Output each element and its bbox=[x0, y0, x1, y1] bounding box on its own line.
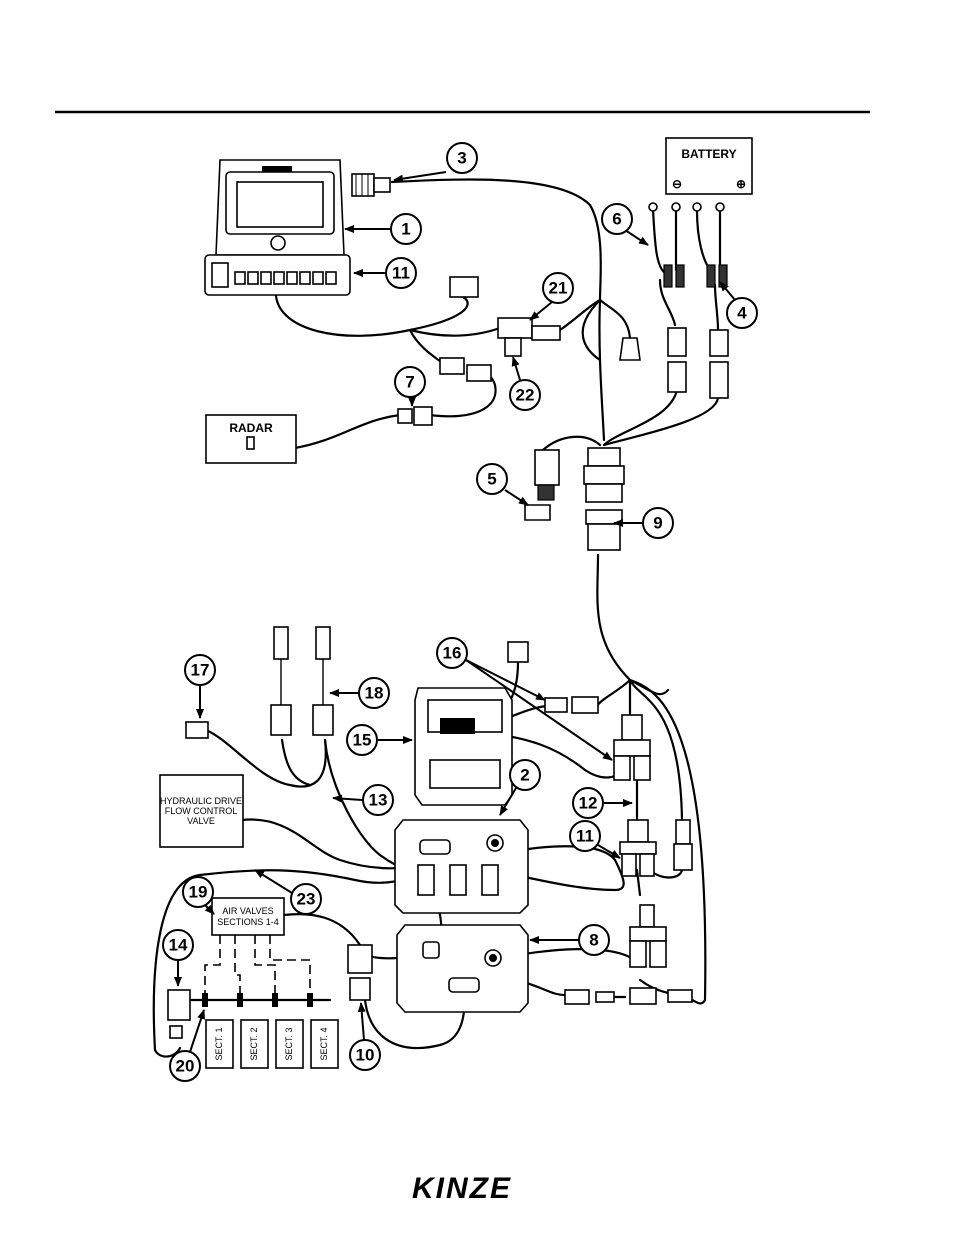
radar-connector bbox=[398, 407, 432, 425]
callout-12: 12 bbox=[573, 788, 632, 818]
callout-number: 9 bbox=[653, 514, 662, 533]
callout-number: 11 bbox=[392, 264, 410, 283]
inline-connectors bbox=[545, 697, 650, 780]
callout-number: 15 bbox=[353, 731, 372, 750]
control-module-2 bbox=[395, 820, 528, 913]
battery: BATTERY ⊖ ⊕ bbox=[666, 138, 752, 194]
air-valves-line2: SECTIONS 1-4 bbox=[217, 917, 279, 927]
logo-text: KINZE bbox=[412, 1172, 512, 1205]
battery-connectors bbox=[668, 328, 728, 398]
callout-number: 16 bbox=[443, 644, 462, 663]
clutch-connector bbox=[168, 990, 190, 1038]
relay-connector bbox=[525, 450, 559, 520]
callout-3: 3 bbox=[394, 143, 477, 180]
callout-1: 1 bbox=[345, 214, 421, 244]
hydraulic-valve-line3: VALVE bbox=[187, 816, 215, 826]
callout-number: 23 bbox=[297, 890, 316, 909]
section-4-label: SECT. 4 bbox=[319, 1027, 329, 1060]
callout-number: 10 bbox=[356, 1046, 375, 1065]
callout-11-lower: 11 bbox=[570, 821, 620, 858]
callout-15: 15 bbox=[347, 725, 412, 755]
air-valves-box: AIR VALVES SECTIONS 1-4 bbox=[212, 898, 284, 935]
plug-16 bbox=[508, 642, 528, 662]
callout-9: 9 bbox=[614, 508, 673, 538]
switch-module bbox=[205, 255, 350, 295]
section-harness-connectors bbox=[620, 820, 692, 967]
air-valve-lines bbox=[205, 935, 310, 1000]
radar-box: RADAR bbox=[206, 415, 296, 463]
callout-number: 22 bbox=[516, 386, 535, 405]
air-valve-connector bbox=[348, 945, 372, 1000]
ecu-module bbox=[415, 688, 512, 805]
battery-label: BATTERY bbox=[681, 147, 736, 161]
callout-6: 6 bbox=[602, 204, 648, 245]
callout-number: 11 bbox=[576, 827, 594, 846]
hydraulic-valve-line2: FLOW CONTROL bbox=[165, 806, 238, 816]
callout-number: 12 bbox=[579, 794, 598, 813]
callout-number: 13 bbox=[369, 791, 388, 810]
callout-10: 10 bbox=[350, 1003, 380, 1070]
section-4-box: SECT. 4 bbox=[311, 1020, 338, 1068]
callout-number: 5 bbox=[487, 470, 496, 489]
battery-clips bbox=[649, 203, 724, 211]
callout-number: 6 bbox=[612, 210, 621, 229]
callout-number: 19 bbox=[189, 883, 208, 902]
callout-number: 21 bbox=[549, 279, 568, 298]
hydraulic-valve-line1: HYDRAULIC DRIVE bbox=[160, 796, 242, 806]
callout-11-top: 11 bbox=[354, 258, 416, 288]
radar-label: RADAR bbox=[229, 421, 273, 435]
callout-number: 3 bbox=[457, 149, 466, 168]
callout-4: 4 bbox=[720, 282, 757, 328]
callout-7: 7 bbox=[395, 367, 425, 406]
section-1-label: SECT. 1 bbox=[214, 1027, 224, 1060]
section-1-box: SECT. 1 bbox=[206, 1020, 233, 1068]
callout-number: 2 bbox=[520, 766, 529, 785]
callout-5: 5 bbox=[477, 464, 528, 505]
callout-number: 18 bbox=[365, 684, 384, 703]
plug-17 bbox=[186, 722, 208, 738]
lower-connectors bbox=[565, 988, 692, 1004]
callout-number: 4 bbox=[737, 304, 747, 323]
callout-19: 19 bbox=[183, 877, 214, 914]
section-2-box: SECT. 2 bbox=[241, 1020, 268, 1068]
callout-number: 1 bbox=[401, 220, 410, 239]
section-3-box: SECT. 3 bbox=[276, 1020, 303, 1068]
lift-switches bbox=[271, 627, 333, 735]
battery-positive-terminal: ⊕ bbox=[736, 177, 746, 191]
kinze-logo: KINZE bbox=[412, 1172, 512, 1205]
control-module-8 bbox=[397, 925, 528, 1012]
section-boxes: SECT. 1 SECT. 2 SECT. 3 SECT. 4 bbox=[206, 1020, 338, 1068]
monitor-display bbox=[216, 160, 344, 255]
callout-number: 8 bbox=[589, 931, 598, 950]
callout-number: 17 bbox=[191, 661, 210, 680]
callout-22: 22 bbox=[510, 357, 540, 410]
callout-number: 7 bbox=[405, 373, 414, 392]
air-valves-line1: AIR VALVES bbox=[222, 906, 273, 916]
callout-number: 20 bbox=[176, 1057, 195, 1076]
section-3-label: SECT. 3 bbox=[284, 1027, 294, 1060]
callout-17: 17 bbox=[185, 655, 215, 718]
switch-harness-connectors bbox=[440, 277, 640, 381]
section-2-label: SECT. 2 bbox=[249, 1027, 259, 1060]
callout-number: 14 bbox=[169, 936, 188, 955]
callout-18: 18 bbox=[330, 678, 389, 708]
main-harness-connector bbox=[584, 448, 624, 550]
fuse-holders bbox=[664, 265, 727, 287]
battery-negative-terminal: ⊖ bbox=[672, 177, 682, 191]
monitor-power-connector bbox=[352, 174, 390, 196]
callout-14: 14 bbox=[163, 930, 193, 986]
hydraulic-valve-box: HYDRAULIC DRIVE FLOW CONTROL VALVE bbox=[160, 775, 243, 847]
callout-21: 21 bbox=[530, 273, 573, 320]
